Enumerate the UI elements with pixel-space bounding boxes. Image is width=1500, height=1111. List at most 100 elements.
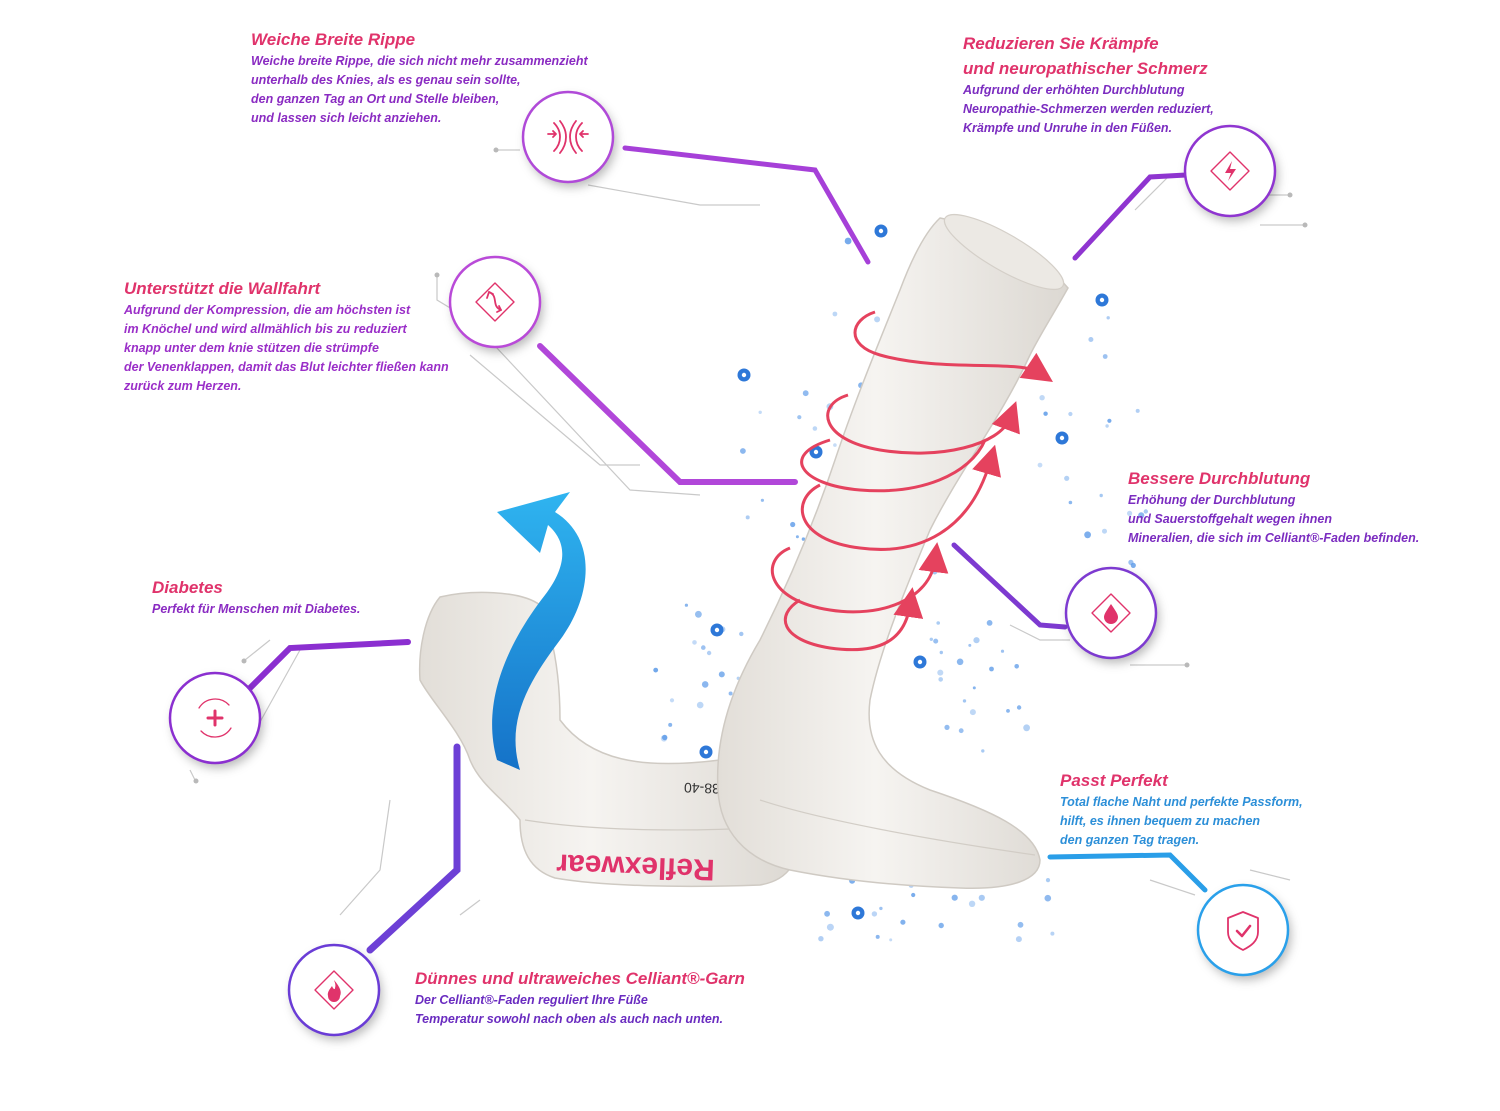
particle-dot — [718, 671, 725, 678]
particle-dot — [929, 637, 933, 641]
particle-dot — [1045, 878, 1051, 883]
description-line: Der Celliant®-Faden reguliert Ihre Füße — [415, 993, 648, 1007]
lightning-bolt-icon — [1183, 124, 1277, 218]
particle-dot — [938, 677, 943, 682]
mineral-hexagon — [699, 745, 713, 759]
shield-check-icon — [1196, 883, 1290, 977]
feature-title: Unterstützt die Wallfahrt — [124, 279, 321, 298]
particle-dot — [978, 894, 985, 901]
particle-dot — [938, 922, 944, 929]
particle-dot — [1107, 418, 1112, 423]
compression-arrows-icon — [521, 90, 615, 184]
particle-dot — [956, 658, 964, 666]
mineral-hexagon — [913, 655, 927, 669]
particle-dot — [1050, 931, 1055, 936]
particle-dot — [1068, 411, 1073, 417]
feature-title: Dünnes und ultraweiches Celliant®-Garn — [415, 969, 745, 988]
particle-dot — [1043, 411, 1048, 416]
description-line: Weiche breite Rippe, die sich nicht mehr… — [251, 54, 588, 68]
particle-dot — [1068, 500, 1073, 505]
particle-dot — [739, 631, 744, 637]
particle-dot — [981, 749, 985, 753]
decorative-lines — [189, 149, 1305, 916]
description-line: Temperatur sowohl nach oben als auch nac… — [415, 1012, 723, 1026]
particle-dot — [958, 728, 964, 734]
particle-dot — [879, 906, 883, 911]
particle-dot — [706, 650, 712, 656]
particle-dot — [758, 410, 762, 414]
particle-dot — [1015, 936, 1022, 943]
particle-dot — [745, 515, 750, 520]
particle-dot — [701, 645, 706, 650]
particle-dot — [696, 701, 704, 709]
particle-dot — [1088, 337, 1094, 342]
particle-dot — [973, 637, 980, 644]
upward-blue-arrow — [492, 492, 586, 770]
feature-cramps: Reduzieren Sie Krämpfe und neuropathisch… — [963, 33, 1214, 138]
particle-dot — [1138, 512, 1145, 519]
particle-dot — [662, 734, 668, 741]
particle-dot — [760, 498, 765, 502]
compression-spirals — [771, 310, 1054, 652]
description-line: zurück zum Herzen. — [124, 379, 242, 393]
particle-dot — [824, 910, 830, 917]
particle-dot — [968, 900, 976, 907]
decorative-dots — [193, 147, 1308, 784]
particle-dot — [951, 894, 958, 901]
particle-dot — [875, 934, 880, 939]
brand-label: Reflexwear — [555, 847, 715, 886]
particle-dot — [844, 237, 852, 245]
leader-lines — [247, 145, 1208, 954]
particle-dot — [969, 709, 976, 716]
particle-dot — [701, 681, 709, 688]
particle-dot — [1016, 705, 1022, 710]
feature-title: Bessere Durchblutung — [1128, 469, 1311, 488]
particle-dot — [968, 643, 972, 647]
description-line: Erhöhung der Durchblutung — [1128, 493, 1296, 507]
particle-dot — [874, 316, 881, 323]
particle-dot — [684, 603, 689, 607]
feature-description: Aufgrund der Kompression, die am höchste… — [124, 301, 449, 396]
description-line: hilft, es ihnen bequem zu machen — [1060, 814, 1261, 828]
feature-title: Weiche Breite Rippe — [251, 30, 416, 49]
feature-support: Unterstützt die Wallfahrt Aufgrund der K… — [124, 278, 449, 396]
description-line: Perfekt für Menschen mit Diabetes. — [152, 602, 361, 616]
feature-description: Total flache Naht und perfekte Passform,… — [1060, 793, 1303, 850]
description-line: im Knöchel und wird allmählich bis zu re… — [124, 322, 407, 336]
feature-description: Erhöhung der Durchblutung und Sauerstoff… — [1128, 491, 1419, 548]
particle-dot — [653, 667, 659, 673]
description-line: der Venenklappen, damit das Blut leichte… — [124, 360, 449, 374]
particle-dot — [695, 610, 702, 618]
particle-dot — [1130, 562, 1136, 569]
particle-dot — [936, 621, 940, 625]
flame-icon — [287, 943, 381, 1037]
mineral-hexagon — [737, 368, 751, 382]
particle-dot — [1014, 664, 1019, 669]
description-line: Aufgrund der Kompression, die am höchste… — [124, 303, 411, 317]
particle-dot — [1105, 424, 1109, 428]
particle-dot — [1006, 709, 1010, 713]
feature-description: Perfekt für Menschen mit Diabetes. — [152, 600, 360, 619]
particle-dot — [818, 936, 824, 942]
particle-dot — [833, 443, 837, 447]
particle-dot — [826, 923, 834, 931]
description-line: Krämpfe und Unruhe in den Füßen. — [963, 121, 1173, 135]
description-line: und lassen sich leicht anziehen. — [251, 111, 442, 125]
particle-dot — [832, 311, 838, 317]
particle-dot — [871, 911, 878, 917]
particle-dot — [1135, 408, 1140, 413]
particle-dot — [802, 390, 809, 397]
feature-title: Reduzieren Sie Krämpfe — [963, 34, 1159, 53]
particle-dot — [795, 535, 799, 539]
description-line: Neuropathie-Schmerzen werden reduziert, — [963, 102, 1214, 116]
feature-icons — [168, 90, 1290, 1037]
particle-dot — [790, 521, 796, 528]
particle-dot — [1064, 475, 1070, 481]
size-label: 38-40 — [684, 780, 721, 797]
particle-dot — [1127, 510, 1133, 516]
feature-description: Weiche breite Rippe, die sich nicht mehr… — [251, 52, 588, 128]
mineral-hexagon — [851, 906, 865, 920]
feature-circulation: Bessere Durchblutung Erhöhung der Durchb… — [1128, 468, 1419, 548]
particle-dot — [1143, 509, 1149, 514]
